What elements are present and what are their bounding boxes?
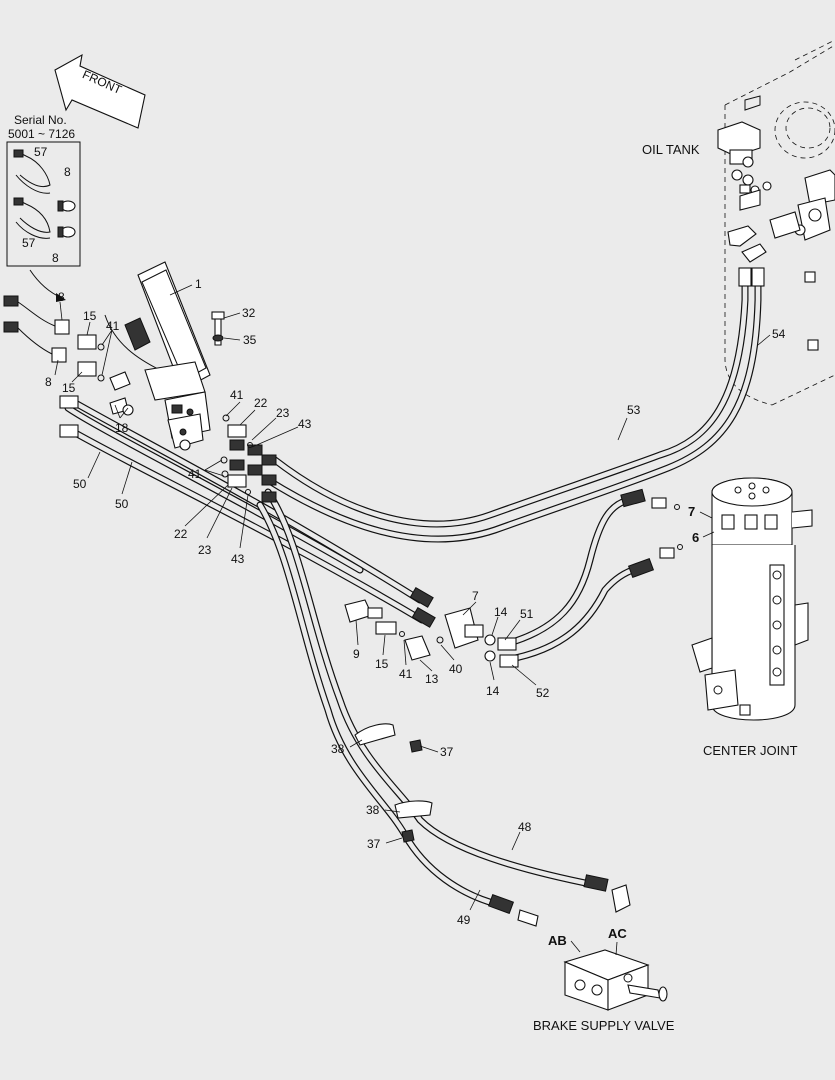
serial-inset: Serial No. 5001 ~ 7126 57 8 57 8 — [6, 113, 81, 302]
callout-label: 15 — [375, 657, 389, 671]
inset-callout: 57 — [22, 236, 36, 250]
callout-label: 37 — [440, 745, 454, 759]
callout-label: 9 — [353, 647, 360, 661]
hose-53 — [264, 281, 762, 543]
callout-label: 49 — [457, 913, 471, 927]
hose-50 — [64, 404, 364, 574]
port-7-label: 7 — [688, 504, 695, 519]
center-joint: CENTER JOINT — [691, 477, 813, 758]
callout-label: 23 — [198, 543, 212, 557]
callout-label: 41 — [106, 319, 120, 333]
clamps-38 — [354, 723, 433, 843]
callouts: 1 32 35 8 15 41 8 15 18 41 22 23 43 41 2… — [45, 277, 786, 927]
brake-pedal-valve — [104, 261, 225, 451]
center-joint-caption: CENTER JOINT — [703, 743, 798, 758]
callout-label: 23 — [276, 406, 290, 420]
callout-label: 51 — [520, 607, 534, 621]
callout-label: 15 — [83, 309, 97, 323]
adapters-22-23 — [220, 414, 253, 495]
callout-label: 52 — [536, 686, 550, 700]
callout-label: 22 — [174, 527, 188, 541]
callout-label: 50 — [73, 477, 87, 491]
port-ab-label: AB — [548, 933, 567, 948]
oil-tank-caption: OIL TANK — [642, 142, 700, 157]
callout-label: 41 — [230, 388, 244, 402]
callout-label: 35 — [243, 333, 257, 347]
callout-label: 40 — [449, 662, 463, 676]
callout-label: 50 — [115, 497, 129, 511]
callout-label: 7 — [472, 589, 479, 603]
front-direction-arrow: FRONT — [54, 53, 146, 129]
oil-tank: OIL TANK — [642, 39, 835, 406]
port-ac-label: AC — [608, 926, 627, 941]
callout-label: 48 — [518, 820, 532, 834]
hose-48-49 — [256, 488, 599, 909]
callout-label: 13 — [425, 672, 439, 686]
port-6-label: 6 — [692, 530, 699, 545]
hoses-to-valve-7 — [66, 396, 426, 624]
center-joint-ports: 7 6 — [651, 497, 715, 559]
brake-supply-valve-caption: BRAKE SUPPLY VALVE — [533, 1018, 675, 1033]
callout-label: 22 — [254, 396, 268, 410]
inset-callout: 8 — [64, 165, 71, 179]
left-sensors — [3, 295, 134, 416]
callout-label: 43 — [231, 552, 245, 566]
connector-icon — [13, 149, 24, 158]
callout-label: 43 — [298, 417, 312, 431]
inset-serial-range: 5001 ~ 7126 — [8, 127, 75, 141]
callout-label: 41 — [399, 667, 413, 681]
valve-7 — [344, 599, 496, 662]
hoses-51-52 — [498, 496, 644, 664]
callout-label: 8 — [45, 375, 52, 389]
hose-fittings — [59, 267, 765, 915]
callout-label: 15 — [62, 381, 76, 395]
callout-label: 41 — [188, 467, 202, 481]
inset-serial-title: Serial No. — [14, 113, 67, 127]
callout-label: 54 — [772, 327, 786, 341]
callout-label: 8 — [58, 290, 65, 304]
inset-callout: 57 — [34, 145, 48, 159]
callout-label: 38 — [331, 742, 345, 756]
callout-label: 38 — [366, 803, 380, 817]
callout-label: 1 — [195, 277, 202, 291]
inset-callout: 8 — [52, 251, 59, 265]
callout-label: 53 — [627, 403, 641, 417]
brake-supply-valve: BRAKE SUPPLY VALVE AB AC — [517, 884, 675, 1033]
callout-label: 37 — [367, 837, 381, 851]
connector-icon — [13, 197, 24, 206]
callout-label: 14 — [494, 605, 508, 619]
callout-label: 14 — [486, 684, 500, 698]
callout-label: 32 — [242, 306, 256, 320]
callout-label: 18 — [115, 421, 129, 435]
